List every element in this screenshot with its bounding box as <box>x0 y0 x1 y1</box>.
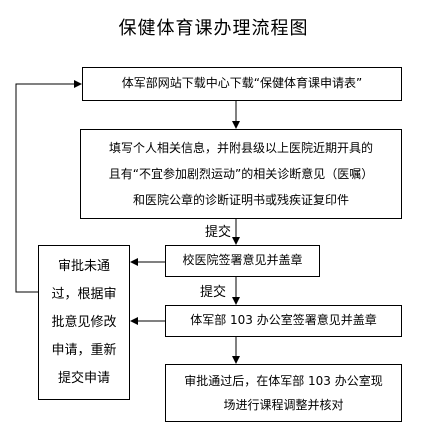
step-fill-line-2: 且有“不宜参加剧烈运动”的相关诊断意见（医嘱） <box>108 167 374 181</box>
step-fill-line-3: 和医院公章的诊断证明书或残疾证复印件 <box>132 193 349 207</box>
step-hospital-sign: 校医院签署意见并盖章 <box>165 245 320 277</box>
step-final-line-2: 场进行课程调整并核对 <box>223 398 344 412</box>
submit-label-1: 提交 <box>205 225 232 240</box>
step-final-line-1: 审批通过后，在体军部 103 办公室现 <box>184 374 383 388</box>
step-reject-line-3: 批意见修改 <box>51 314 117 330</box>
step-download-form: 体军部网站下载中心下载“保健体育课申请表” <box>82 67 402 101</box>
step-download-text: 体军部网站下载中心下载“保健体育课申请表” <box>121 76 363 91</box>
step-final-adjust: 审批通过后，在体军部 103 办公室现 场进行课程调整并核对 <box>165 364 402 422</box>
step-reject-line-4: 申请，重新 <box>51 342 117 358</box>
step-fill-info: 填写个人相关信息，并附县级以上医院近期开具的 且有“不宜参加剧烈运动”的相关诊断… <box>80 129 402 219</box>
step-reject-line-5: 提交申请 <box>57 370 110 386</box>
step-reject-line-2: 过，根据审 <box>51 286 117 302</box>
step-rejected: 审批未通 过，根据审 批意见修改 申请，重新 提交申请 <box>38 245 130 400</box>
submit-label-2: 提交 <box>200 285 227 300</box>
page-title: 保健体育课办理流程图 <box>118 18 309 39</box>
step-hospital-text: 校医院签署意见并盖章 <box>182 253 303 268</box>
step-reject-line-1: 审批未通 <box>57 258 110 274</box>
arrow-reject-to-download <box>15 80 82 293</box>
step-office-sign: 体军部 103 办公室签署意见并盖章 <box>165 305 402 337</box>
step-fill-line-1: 填写个人相关信息，并附县级以上医院近期开具的 <box>108 141 373 155</box>
step-office-text: 体军部 103 办公室签署意见并盖章 <box>190 313 377 328</box>
